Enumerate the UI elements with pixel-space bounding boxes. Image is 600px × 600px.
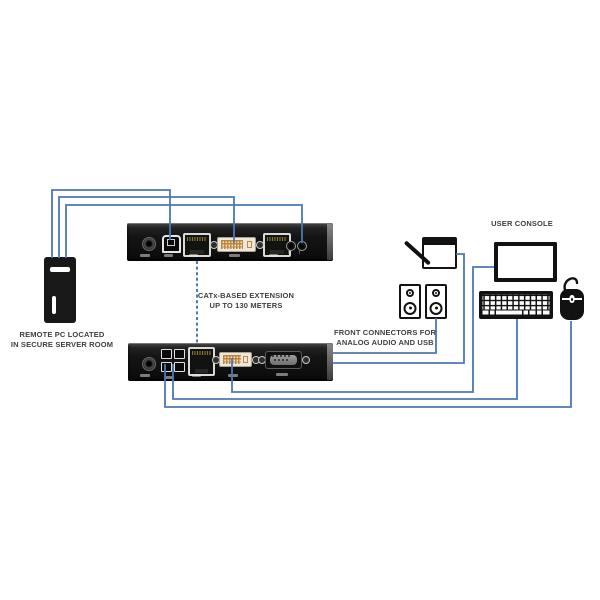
audio-in-icon: ↑	[298, 249, 302, 256]
rj45-catx-port	[188, 347, 215, 376]
tower-pc-icon	[44, 257, 76, 323]
usb-a-quad-port	[161, 348, 186, 376]
pc-drive-slot	[50, 267, 70, 272]
unit-end-cap	[327, 224, 333, 260]
front-connectors-label: FRONT CONNECTORS FOR ANALOG AUDIO AND US…	[325, 328, 445, 348]
mouse-icon	[560, 289, 584, 320]
power-jack	[142, 237, 156, 251]
extension-label: CATx-BASED EXTENSION UP TO 130 METERS	[186, 291, 306, 311]
kvm-extender-receiver	[128, 343, 333, 381]
speaker-icon	[425, 284, 447, 319]
kvm-extender-transmitter: ↑ ↑	[127, 223, 333, 261]
front-connectors-label-line1: FRONT CONNECTORS FOR	[333, 328, 437, 337]
dvi-port	[219, 352, 252, 367]
link-icon	[269, 254, 278, 257]
user-console-label: USER CONSOLE	[491, 219, 553, 228]
front-connectors-label-line2: ANALOG AUDIO AND USB	[336, 338, 434, 347]
usb-icon	[164, 254, 173, 257]
serial-icon	[276, 373, 288, 376]
power-jack	[142, 357, 156, 371]
usb-b-port	[162, 235, 181, 253]
display-icon	[229, 254, 240, 257]
dvi-port	[217, 237, 256, 252]
power-icon	[140, 254, 150, 257]
usb-icon	[165, 376, 174, 379]
remote-pc-label: REMOTE PC LOCATED IN SECURE SERVER ROOM	[2, 330, 122, 350]
audio-out-icon: ↑	[287, 249, 291, 256]
unit-end-cap	[327, 344, 333, 380]
pc-power-slot	[52, 296, 56, 314]
power-icon	[140, 374, 150, 377]
speaker-icon	[399, 284, 421, 319]
extension-label-line2: UP TO 130 METERS	[209, 301, 283, 310]
serial-db9-port	[265, 351, 302, 369]
link-icon	[192, 374, 201, 377]
remote-pc-label-line1: REMOTE PC LOCATED	[19, 330, 105, 339]
extension-label-line1: CATx-BASED EXTENSION	[197, 291, 295, 300]
link-icon	[189, 254, 198, 257]
display-icon	[228, 374, 238, 377]
serial-screw	[302, 356, 310, 364]
monitor-base	[494, 242, 557, 282]
keyboard-icon	[479, 291, 553, 319]
remote-pc-label-line2: IN SECURE SERVER ROOM	[10, 340, 114, 349]
